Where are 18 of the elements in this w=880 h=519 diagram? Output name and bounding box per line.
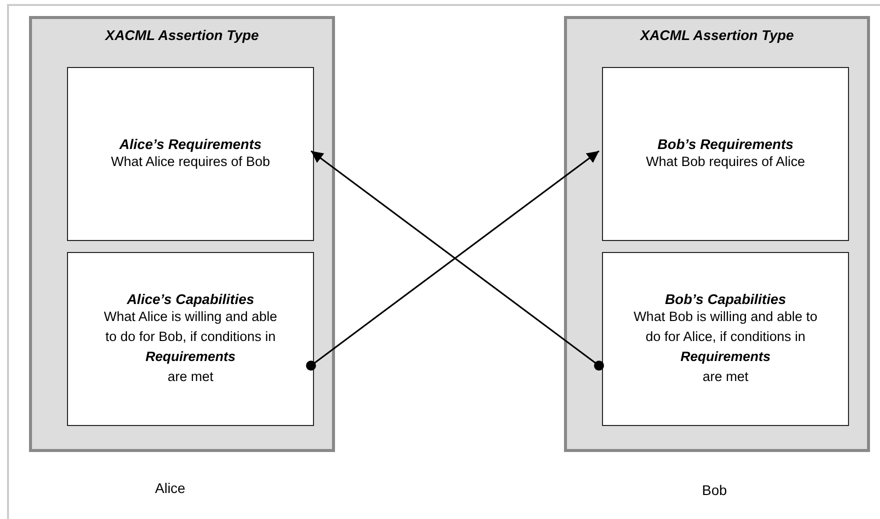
panel-title: XACML Assertion Type [104, 27, 260, 43]
assertion-panel [564, 16, 870, 452]
assertion-panel [29, 16, 335, 452]
box-description: What Alice is willing and able to do for Bob, if conditions in Requirements are met [102, 308, 278, 386]
assertion-box [67, 252, 314, 426]
party-label: Bob [702, 482, 727, 498]
box-heading: Bob’s Capabilities [664, 291, 786, 307]
party-label: Alice [155, 480, 186, 496]
box-description: What Bob is willing and able to do for Alice, if conditions in Requirements are met [632, 308, 818, 386]
box-heading: Bob’s Requirements [658, 136, 794, 152]
panel-title: XACML Assertion Type [638, 27, 795, 43]
assertion-box [67, 67, 314, 241]
box-description: What Alice requires of Bob [110, 153, 272, 171]
box-description: What Bob requires of Alice [644, 153, 806, 171]
box-heading: Alice’s Requirements [119, 136, 262, 152]
box-heading: Alice’s Capabilities [126, 291, 254, 307]
assertion-box [602, 67, 849, 241]
assertion-box [602, 252, 849, 426]
